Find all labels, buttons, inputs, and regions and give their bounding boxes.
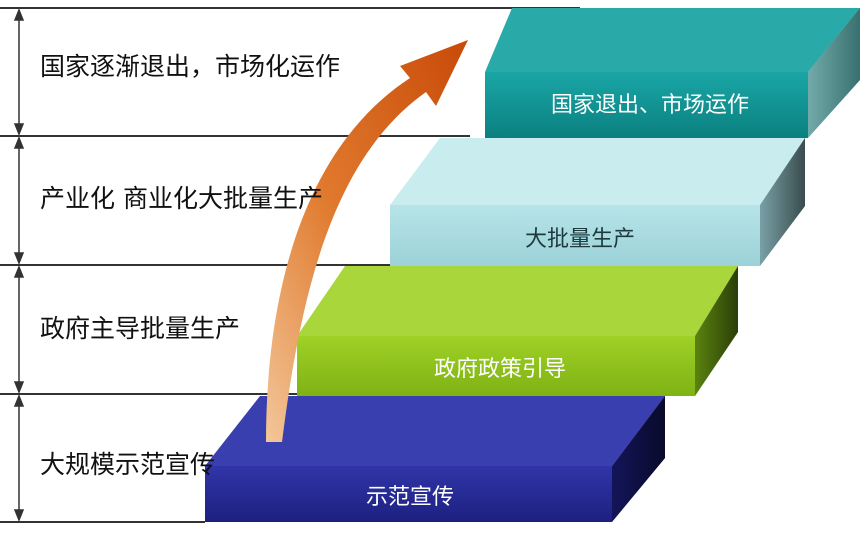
span-arrow: [13, 7, 25, 137]
growth-arrow-body: [266, 40, 468, 442]
span-arrow: [13, 393, 25, 523]
step-third-front: [297, 336, 695, 396]
stage-label-1: 国家逐渐退出，市场化运作: [40, 52, 341, 81]
step-third-side-shade: [695, 266, 738, 396]
step-second: [390, 138, 805, 266]
stage-label-4: 大规模示范宣传: [40, 450, 216, 479]
step-third-surface: [297, 266, 738, 336]
step-top-text: 国家退出、市场运作: [550, 93, 749, 118]
growth-arrow: [266, 40, 468, 442]
step-second-text: 大批量生产: [524, 227, 635, 252]
step-bottom-text: 示范宣传: [365, 485, 454, 510]
step-third-text: 政府政策引导: [433, 357, 566, 382]
step-top-side-base: [808, 8, 860, 138]
step-top-front: [485, 72, 808, 138]
step-third: [297, 266, 738, 396]
step-second-front: [390, 205, 760, 266]
step-bottom: [205, 396, 665, 522]
step-second-surface: [390, 138, 805, 205]
step-bottom-surface: [205, 396, 665, 466]
stage-label-2: 产业化 商业化大批量生产: [40, 184, 323, 213]
span-arrow: [13, 135, 25, 266]
step-top: [485, 8, 860, 138]
stage-label-3: 政府主导批量生产: [40, 314, 241, 343]
step-bottom-side-shade: [612, 396, 665, 522]
span-arrow: [13, 264, 25, 395]
separator-lines: [0, 7, 580, 523]
span-arrows: [13, 7, 25, 523]
step-top-surface: [485, 8, 860, 72]
step-bottom-front: [205, 466, 612, 522]
step-second-side-shade: [760, 138, 805, 266]
